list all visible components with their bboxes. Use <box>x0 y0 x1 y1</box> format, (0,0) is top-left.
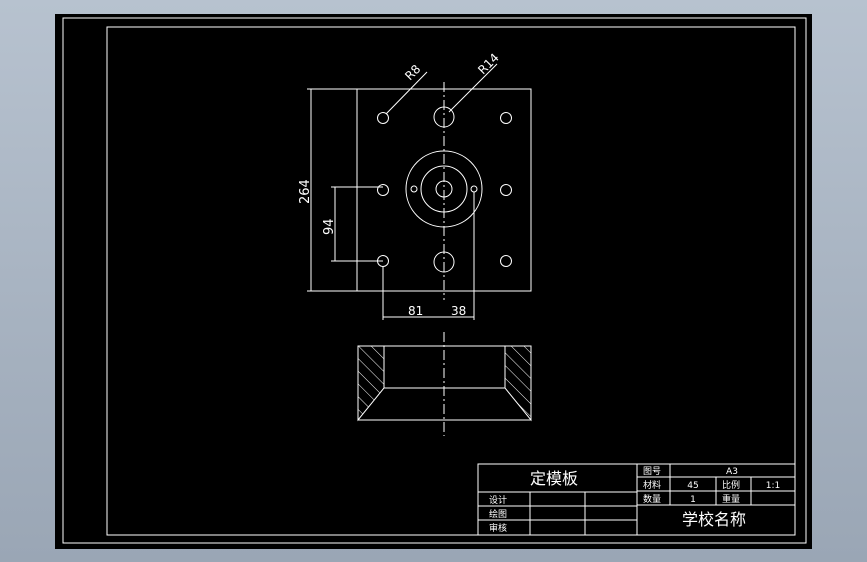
material-value: 45 <box>687 481 698 491</box>
dim-264-label: 264 <box>298 179 313 204</box>
part-name: 定模板 <box>530 469 578 488</box>
dim-81-label: 81 <box>408 304 423 318</box>
dim-38-label: 38 <box>451 304 466 318</box>
drawing-no-label: 图号 <box>643 466 661 477</box>
quantity-label: 数量 <box>643 493 661 505</box>
leader-r14 <box>448 63 498 113</box>
sheet-outer-border <box>62 17 807 544</box>
hole-large <box>433 251 455 273</box>
boss-inner <box>435 180 453 198</box>
drawing-no: A3 <box>726 467 738 477</box>
boss-pin-hole <box>410 185 418 193</box>
hole-small <box>500 112 512 124</box>
draw-label: 绘图 <box>489 508 507 520</box>
hole-large <box>433 106 455 128</box>
leader-r8 <box>385 71 428 115</box>
section-view <box>357 332 532 436</box>
boss-middle <box>420 165 468 213</box>
scale-label: 比例 <box>722 479 740 491</box>
school-name: 学校名称 <box>682 510 746 529</box>
hole-small <box>377 184 389 196</box>
design-label: 设计 <box>489 494 507 506</box>
model-space <box>55 14 812 549</box>
section-hatch-right <box>504 345 532 422</box>
title-block: 定模板 设计 绘图 审核 图号 A3 材料 45 比例 1:1 数量 1 重量 … <box>477 463 796 536</box>
quantity-value: 1 <box>690 495 696 505</box>
material-label: 材料 <box>643 479 661 491</box>
hole-small <box>377 112 389 124</box>
dim-94-label: 94 <box>322 218 337 235</box>
hole-small <box>500 255 512 267</box>
sheet-inner-border <box>106 26 796 536</box>
weight-label: 重量 <box>722 493 740 505</box>
hole-small <box>500 184 512 196</box>
review-label: 审核 <box>489 522 507 534</box>
scale-value: 1:1 <box>766 481 780 491</box>
boss-outer <box>405 150 483 228</box>
